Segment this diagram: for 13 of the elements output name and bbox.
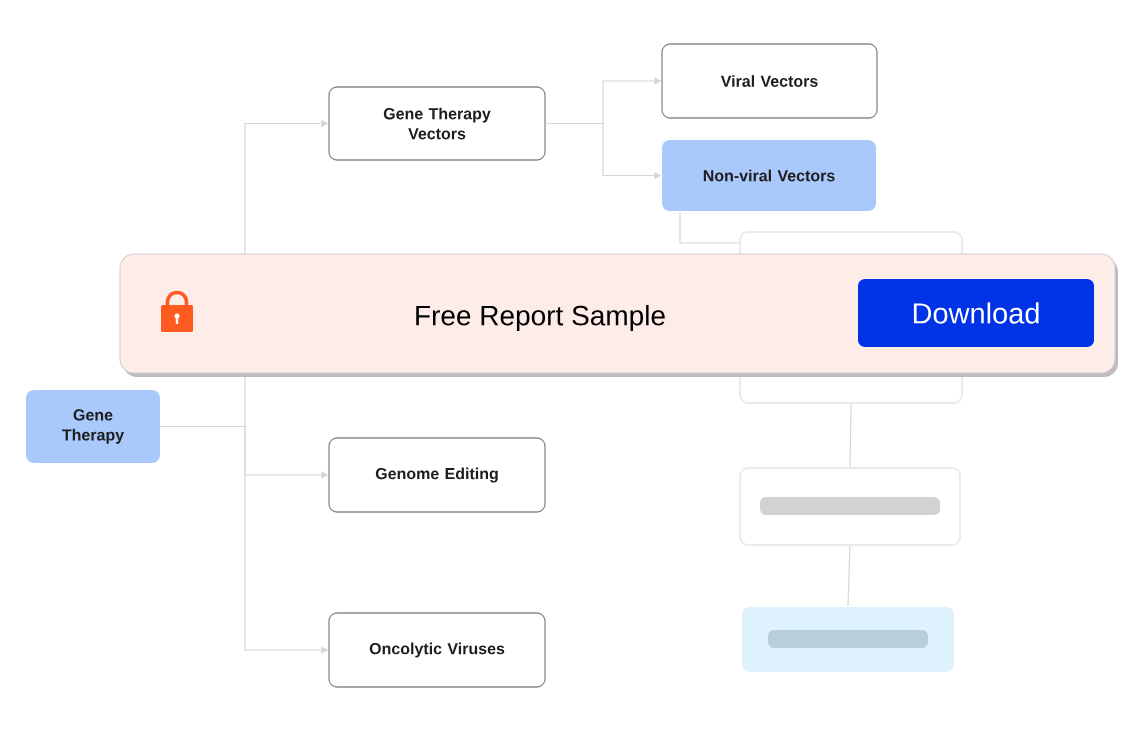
- blurred-box: [739, 467, 961, 546]
- process-box: Non-viral Vectors: [662, 140, 876, 211]
- banner-text: Free Report Sample: [416, 304, 665, 332]
- process-box: Gene Therapy: [26, 390, 160, 463]
- process-box: Genome Editing: [328, 437, 546, 513]
- download-button: Download: [858, 279, 1094, 347]
- connector: [849, 403, 852, 468]
- process-box: Gene Therapy Vectors: [328, 86, 546, 161]
- process-box: Oncolytic Viruses: [328, 612, 546, 688]
- connector: [847, 545, 851, 607]
- blurred-box: [742, 607, 954, 672]
- connector: [679, 211, 740, 244]
- process-box: Viral Vectors: [661, 43, 878, 119]
